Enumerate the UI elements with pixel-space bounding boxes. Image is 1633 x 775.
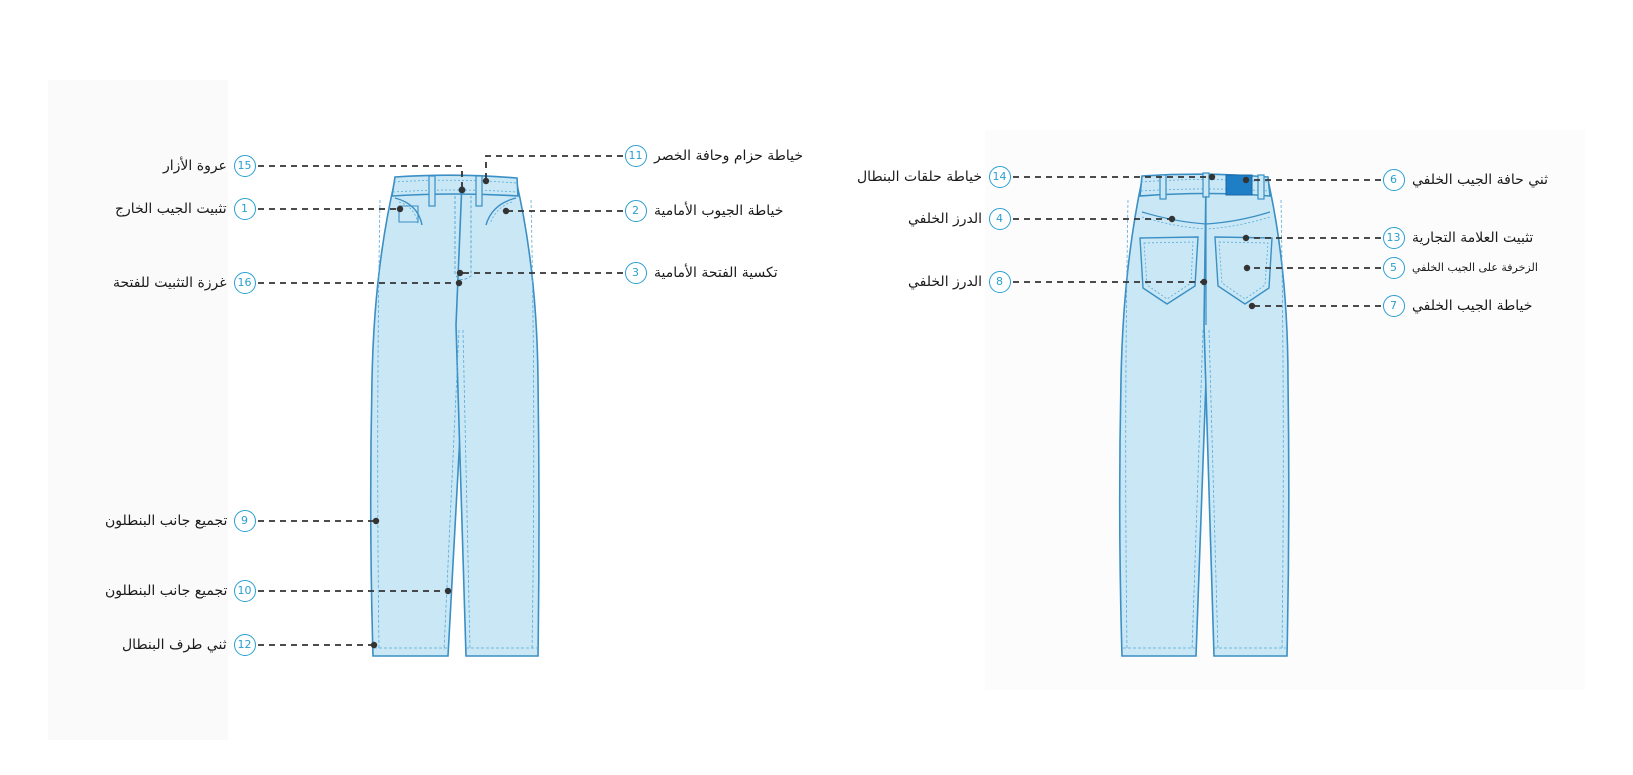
callout-label: خياطة حلقات البنطال [857,169,983,185]
anchor-dot [1208,173,1216,181]
callout-number: 2 [624,199,647,222]
callout-number: 1 [233,197,256,220]
callout-label: الزخرفة على الجيب الخلفي [1412,261,1538,274]
front-fly [454,196,472,280]
coin-pocket [398,205,419,223]
callout-label: خياطة الجيب الخلفي [1412,298,1533,314]
callout-number: 6 [1382,168,1405,191]
callout-label: ثني طرف البنطال [122,637,227,653]
anchor-dot [444,587,452,595]
anchor-dot [1248,302,1256,310]
callout-number: 15 [233,154,256,177]
callout-label: خياطة حزام وحافة الخصر [654,148,804,164]
callout-label: خياطة الجيوب الأمامية [654,203,784,219]
anchor-dot [455,279,463,287]
callout-number: 3 [624,261,647,284]
callout-label: غرزة التثبيت للفتحة [113,275,227,291]
anchor-dot [482,177,490,185]
callout-number: 12 [233,633,256,656]
anchor-dot [372,517,380,525]
callout-label: عروة الأزار [163,158,227,174]
callout-number: 9 [233,509,256,532]
anchor-dot [370,641,378,649]
front-pocket-right [485,197,517,226]
callout-label: الدرز الخلفي [908,274,983,290]
callout-label: تثبيت الجيب الخارج [115,201,227,217]
back-belt-loop [1257,174,1265,200]
back-pocket-left [1139,236,1199,305]
callout-number: 11 [624,144,647,167]
callout-number: 10 [233,579,256,602]
front-panel-bg [48,80,228,740]
anchor-dot [1242,234,1250,242]
leader-lines [258,155,1381,649]
callout-label: تكسية الفتحة الأمامية [654,265,778,281]
callout-number: 8 [988,270,1011,293]
leader-line [485,155,623,181]
front-belt-loop [428,175,436,207]
callout-label: تجميع جانب البنطلون [105,583,228,599]
anchor-dot [1242,176,1250,184]
callout-number: 14 [988,165,1011,188]
callout-number: 16 [233,271,256,294]
front-left-leg [369,179,467,657]
anchor-dot [1168,215,1176,223]
callout-label: تثبيت العلامة التجارية [1412,230,1534,246]
back-belt-loop [1159,174,1167,200]
back-left-leg [1118,179,1209,657]
anchor-dot [456,269,464,277]
callout-label: ثني حافة الجيب الخلفي [1412,172,1549,188]
front-belt-loop [475,175,483,207]
front-pocket-left [394,197,423,226]
front-right-leg [455,179,540,657]
anchor-dot [396,205,404,213]
callout-label: تجميع جانب البنطلون [105,513,228,529]
callout-number: 13 [1382,226,1405,249]
callout-number: 4 [988,207,1011,230]
anchor-dot [1243,264,1251,272]
anchor-dot [458,186,466,194]
callout-label: الدرز الخلفي [908,211,983,227]
callout-number: 7 [1382,294,1405,317]
anchor-dot [502,207,510,215]
back-pocket-right [1214,236,1273,305]
callout-number: 5 [1382,256,1405,279]
leader-line [258,165,463,190]
anchor-dot [1200,278,1208,286]
front-waistband [391,174,519,197]
front-jeans-illustration [369,174,540,657]
back-jeans-illustration [1118,172,1290,657]
